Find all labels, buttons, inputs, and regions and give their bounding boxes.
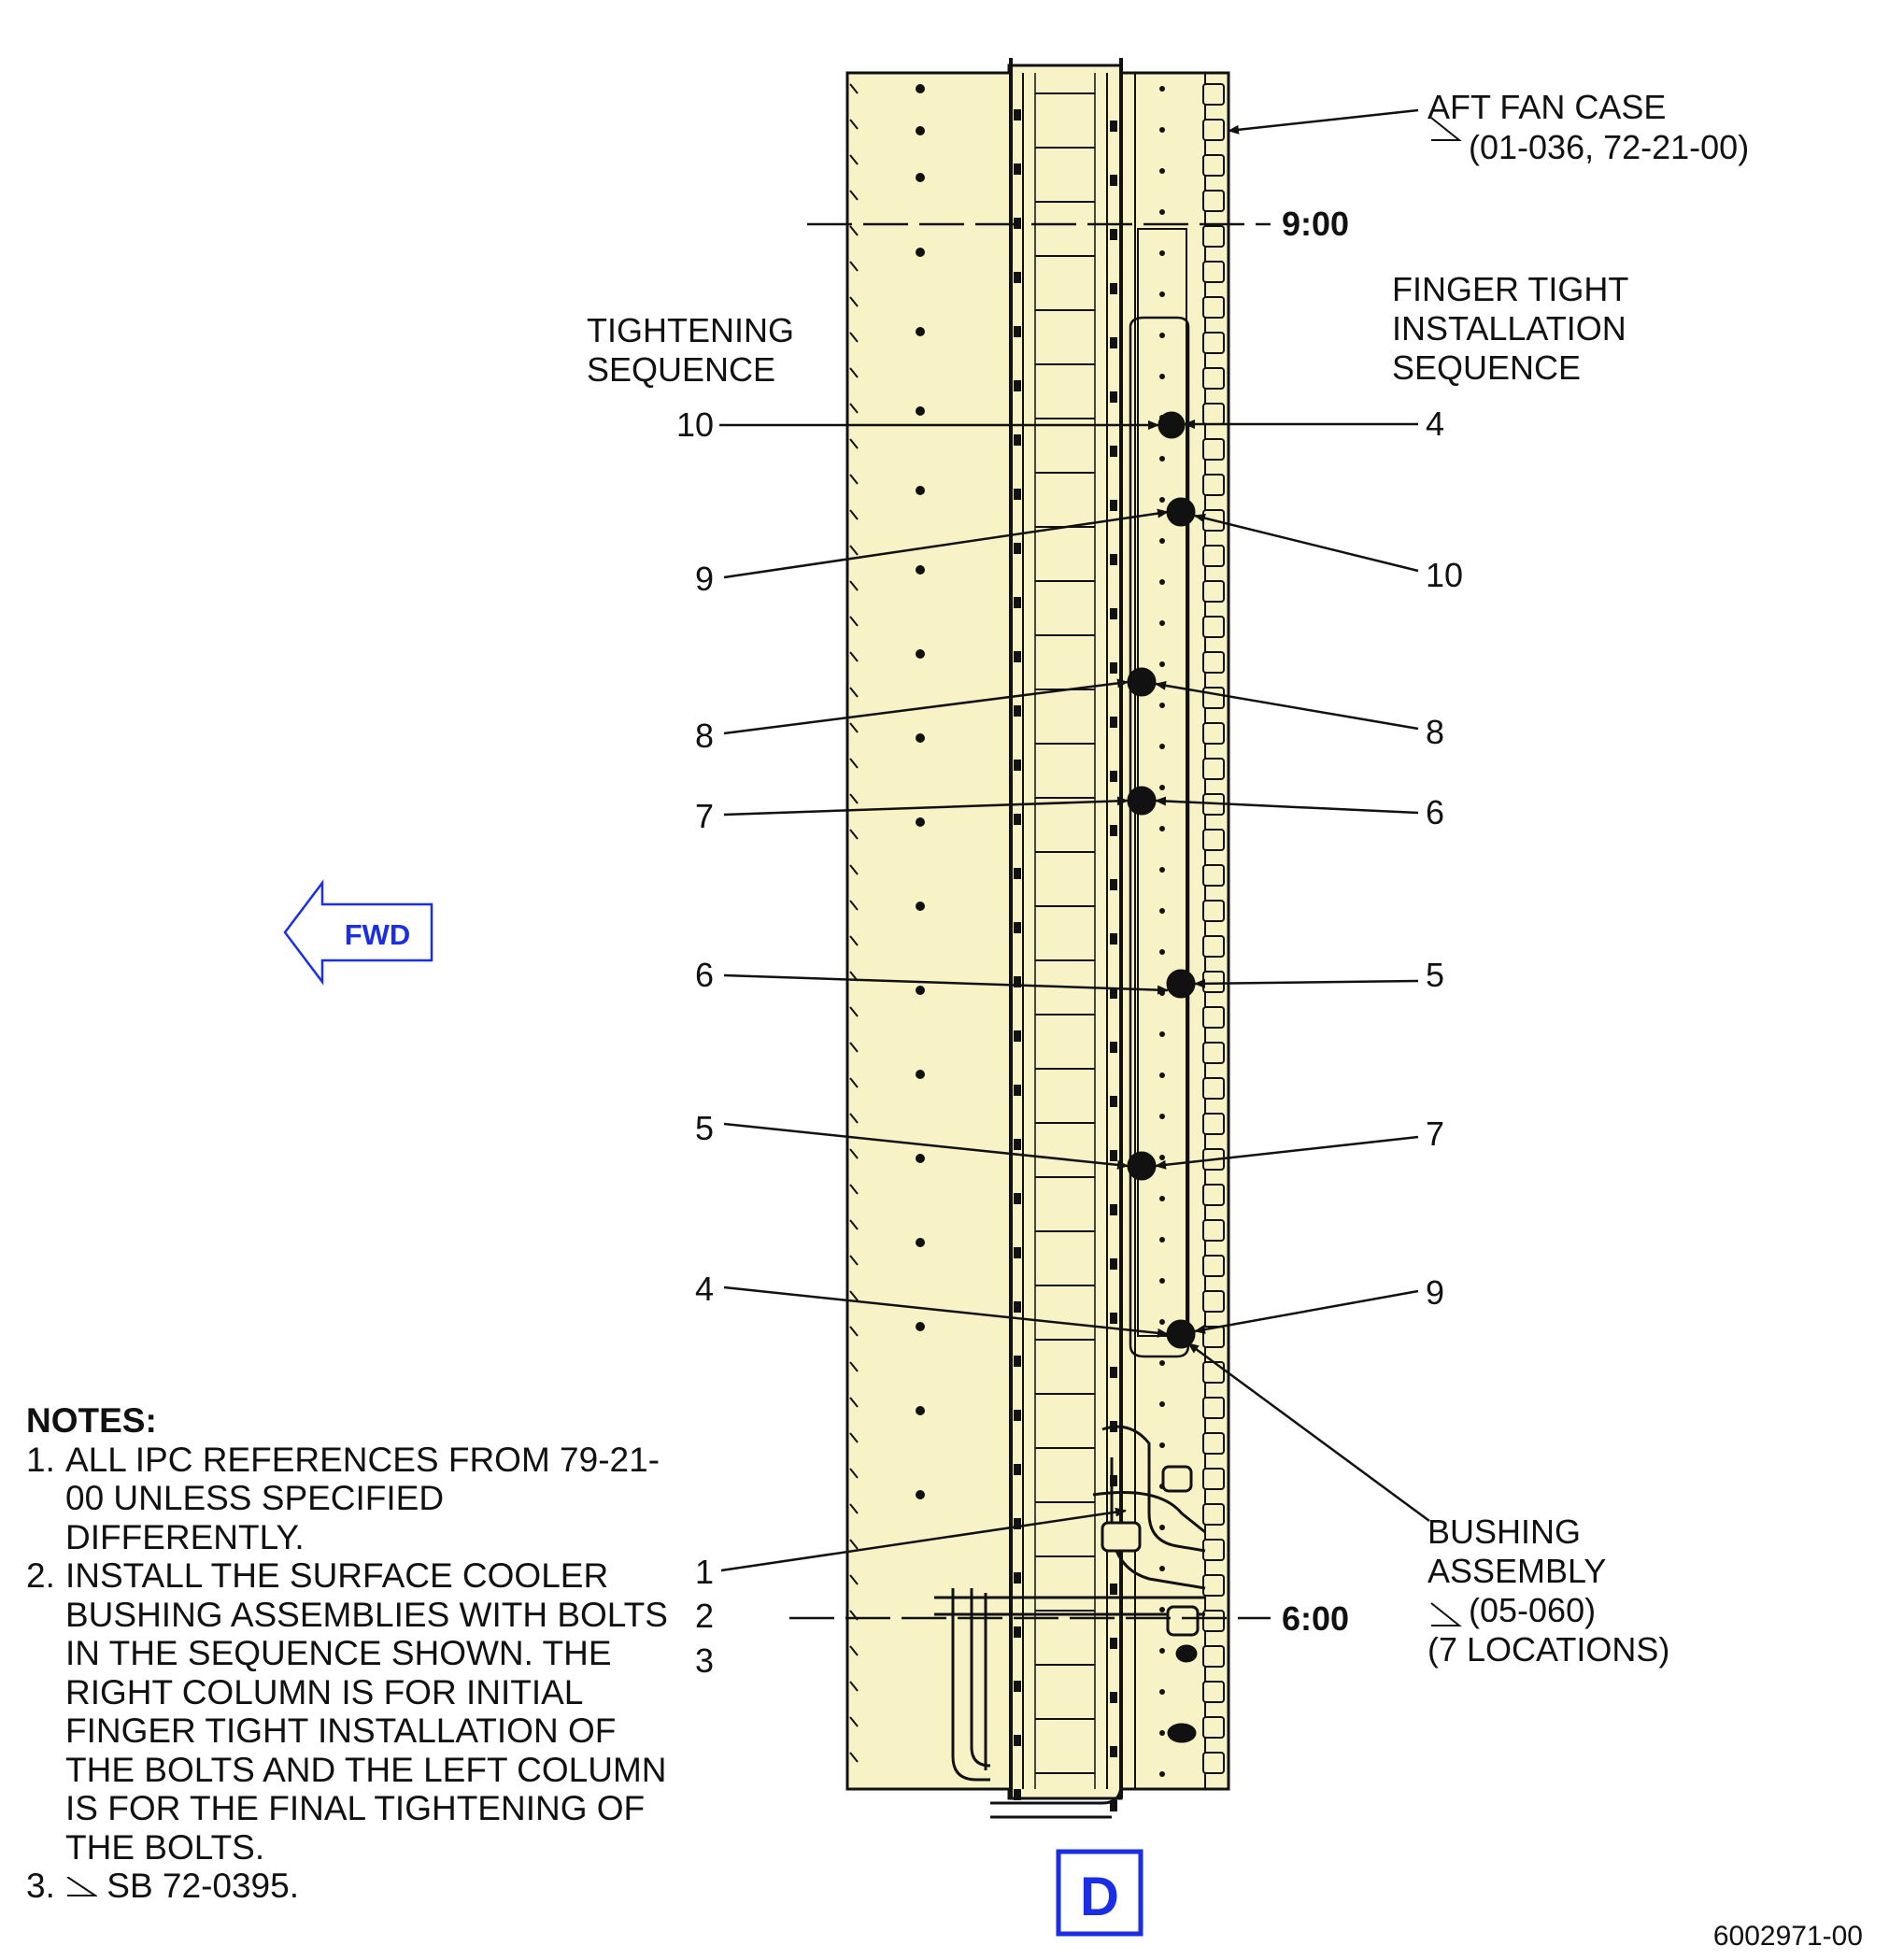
left-seq-number: 3 <box>695 1641 714 1680</box>
bushing-label-2: ASSEMBLY <box>1427 1552 1606 1590</box>
note-text: SB 72-0395. <box>107 1867 299 1905</box>
surface-cooler-panel <box>845 58 1230 1811</box>
left-seq-number: 8 <box>695 717 714 755</box>
bushing-label-1: BUSHING <box>1427 1513 1581 1551</box>
note-number: 1. <box>26 1440 55 1479</box>
left-sequence-numbers: 10 9 8 7 6 5 4 1 2 3 <box>676 405 714 1680</box>
note-text: INSTALL THE SURFACE COOLER BUSHING ASSEM… <box>65 1556 668 1867</box>
plumbing-tubes <box>934 1425 1206 1819</box>
right-seq-number: 7 <box>1426 1115 1444 1153</box>
sb-triangle-icon <box>1430 117 1462 141</box>
tightening-sequence-label-1: TIGHTENING <box>587 311 794 349</box>
note-text: ALL IPC REFERENCES FROM 79-21-00 UNLESS … <box>65 1440 660 1556</box>
right-seq-number: 5 <box>1426 956 1444 994</box>
note-number: 3. <box>26 1867 55 1905</box>
left-seq-number: 10 <box>676 405 714 444</box>
note-item: 1. ALL IPC REFERENCES FROM 79-21-00 UNLE… <box>26 1441 680 1557</box>
finger-tight-label-3: SEQUENCE <box>1392 348 1581 387</box>
left-seq-number: 4 <box>695 1270 714 1308</box>
figure-id: 6002971-00 <box>1712 1921 1863 1952</box>
bushing-ref: (05-060) <box>1469 1591 1596 1629</box>
note-item: 2. INSTALL THE SURFACE COOLER BUSHING AS… <box>26 1556 680 1867</box>
note-item: 3. SB 72-0395. <box>26 1867 680 1906</box>
left-seq-number: 9 <box>695 560 714 598</box>
bushing-bolts <box>1127 411 1196 1349</box>
left-seq-number: 5 <box>695 1109 714 1147</box>
note-number: 2. <box>26 1556 55 1595</box>
aft-fan-case-label: AFT FAN CASE <box>1427 88 1666 126</box>
left-seq-number: 6 <box>695 956 714 994</box>
notes-title: NOTES: <box>26 1401 157 1440</box>
left-seq-number: 7 <box>695 797 714 835</box>
left-seq-number: 2 <box>695 1597 714 1635</box>
finger-tight-label-2: INSTALLATION <box>1392 309 1626 348</box>
leader-lines <box>719 108 1430 1572</box>
right-sequence-numbers: 4 10 8 6 5 7 9 <box>1426 405 1463 1312</box>
notes-block: NOTES: 1. ALL IPC REFERENCES FROM 79-21-… <box>26 1401 680 1906</box>
sb-triangle-icon <box>1430 1602 1462 1626</box>
view-letter: D <box>1080 1867 1119 1927</box>
view-letter-box: D <box>1056 1849 1143 1937</box>
right-seq-number: 9 <box>1426 1273 1444 1312</box>
six-oclock-label: 6:00 <box>1282 1599 1349 1638</box>
left-seq-number: 1 <box>695 1553 714 1591</box>
right-seq-number: 4 <box>1426 405 1444 443</box>
tightening-sequence-label-2: SEQUENCE <box>587 350 775 389</box>
aft-fan-case-ref: (01-036, 72-21-00) <box>1469 128 1749 166</box>
right-seq-number: 6 <box>1426 793 1444 831</box>
sb-triangle-icon <box>65 1867 99 1896</box>
right-seq-number: 10 <box>1426 556 1463 594</box>
nine-oclock-label: 9:00 <box>1282 205 1349 243</box>
clock-lines <box>789 222 1271 1620</box>
notes-list: 1. ALL IPC REFERENCES FROM 79-21-00 UNLE… <box>26 1441 680 1906</box>
fwd-arrow: FWD <box>283 879 433 986</box>
bushing-locations: (7 LOCATIONS) <box>1427 1630 1669 1669</box>
finger-tight-label-1: FINGER TIGHT <box>1392 270 1628 308</box>
fwd-label: FWD <box>345 918 411 951</box>
right-seq-number: 8 <box>1426 713 1444 751</box>
